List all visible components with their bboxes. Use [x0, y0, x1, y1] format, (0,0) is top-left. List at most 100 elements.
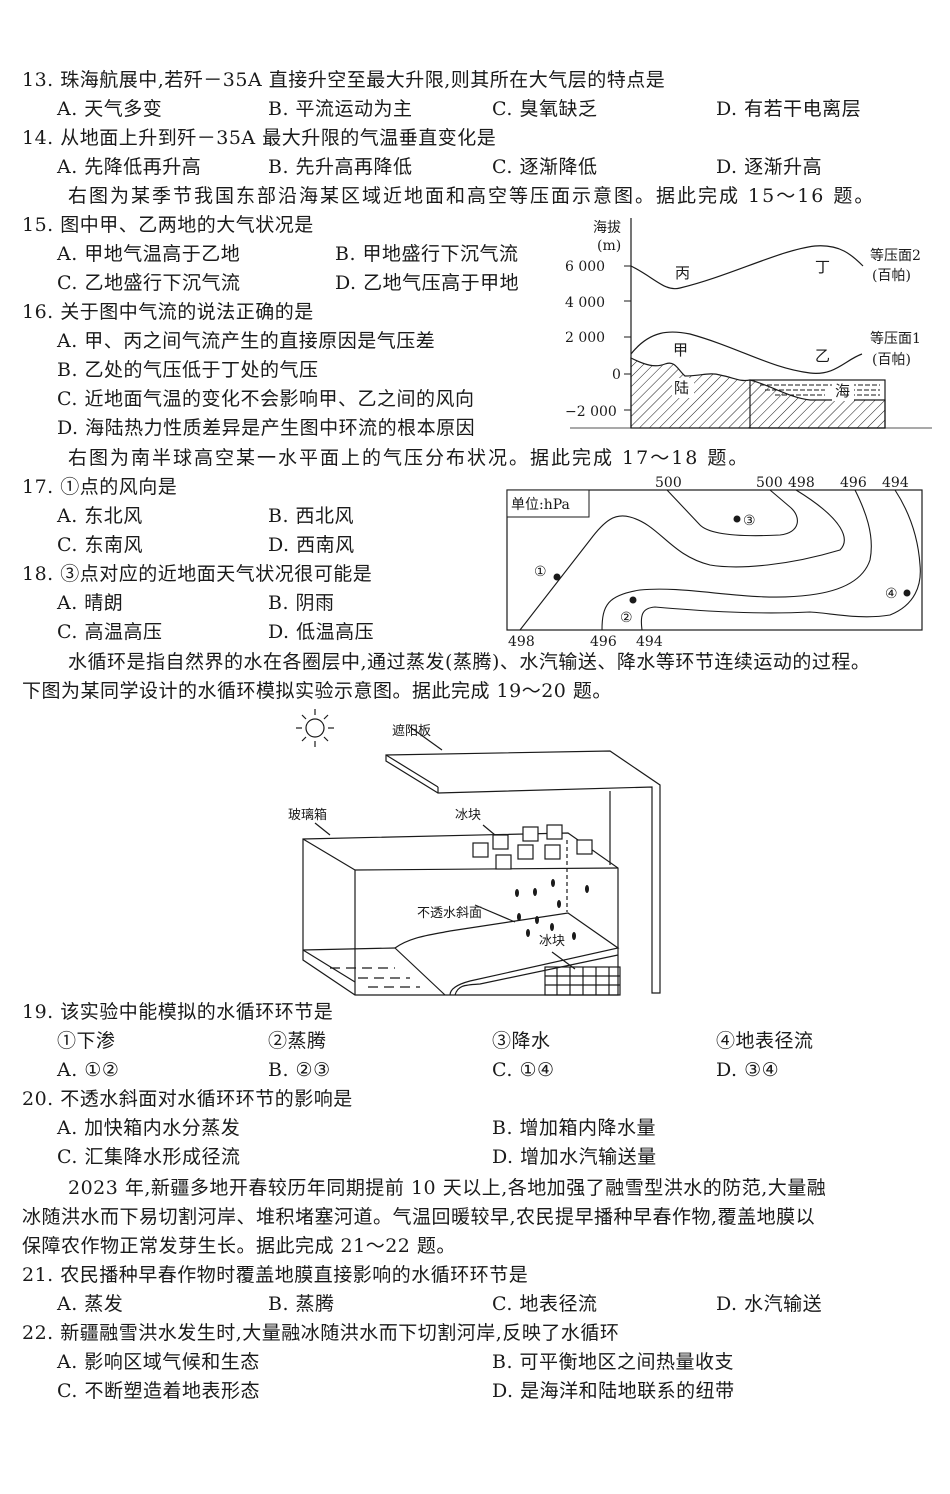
q18-option-c: C. 高温高压 — [57, 621, 163, 643]
q16-option-b: B. 乙处的气压低于丁处的气压 — [57, 359, 319, 381]
point-4-label: ④ — [885, 586, 898, 602]
shade-board — [385, 750, 661, 994]
label-ice-bottom: 冰块 — [539, 934, 565, 949]
label-ding: 丁 — [815, 258, 830, 276]
isobaric-surface-2 — [630, 245, 864, 290]
q20-option-d: D. 增加水汽输送量 — [492, 1146, 657, 1168]
isobar-label-top-496: 496 — [840, 475, 867, 491]
q19-option-a: A. ①② — [57, 1059, 120, 1081]
q20-option-c: C. 汇集降水形成径流 — [57, 1146, 241, 1168]
isobar-label-bottom-498: 498 — [508, 634, 535, 650]
y-axis-unit: (m) — [597, 238, 621, 254]
label-jia: 甲 — [673, 341, 688, 359]
q19-option-c: C. ①④ — [492, 1059, 555, 1081]
pressure-distribution-map: 单位:hPa 500 500 498 496 494 498 496 494 ①… — [506, 475, 923, 650]
q22-stem: 22. 新疆融雪洪水发生时,大量融冰随洪水而下切割河岸,反映了水循环 — [22, 1322, 620, 1344]
sun-icon — [296, 709, 334, 747]
point-1-label: ① — [534, 564, 547, 580]
point-3-dot — [733, 515, 741, 523]
q16-stem: 16. 关于图中气流的说法正确的是 — [22, 301, 314, 323]
unit-box — [506, 489, 590, 518]
map-frame — [506, 489, 923, 631]
q21-option-c: C. 地表径流 — [492, 1293, 598, 1315]
q22-option-c: C. 不断塑造着地表形态 — [57, 1380, 260, 1402]
q15-option-c: C. 乙地盛行下沉气流 — [57, 272, 241, 294]
q14-option-a: A. 先降低再升高 — [57, 156, 202, 178]
intro-17-18: 右图为南半球高空某一水平面上的气压分布状况。据此完成 17～18 题。 — [68, 447, 750, 469]
point-2-label: ② — [620, 610, 633, 626]
q19-item-4: ④地表径流 — [716, 1030, 814, 1052]
land-hatched-area — [630, 357, 886, 429]
label-glass-box: 玻璃箱 — [288, 807, 327, 823]
unit-label: 单位:hPa — [511, 497, 570, 513]
point-4-dot — [903, 589, 911, 597]
q18-stem: 18. ③点对应的近地面天气状况很可能是 — [22, 563, 373, 585]
q21-option-b: B. 蒸腾 — [268, 1293, 335, 1315]
rain-drops — [515, 879, 589, 940]
q14-option-d: D. 逐渐升高 — [716, 156, 823, 178]
y-axis-label: 海拔 — [593, 220, 621, 236]
q19-option-b: B. ②③ — [268, 1059, 331, 1081]
isobar-498 — [519, 489, 845, 631]
q22-option-b: B. 可平衡地区之间热量收支 — [492, 1351, 735, 1373]
q20-option-a: A. 加快箱内水分蒸发 — [57, 1117, 241, 1139]
intro-15-16: 右图为某季节我国东部沿海某区域近地面和高空等压面示意图。据此完成 15～16 题… — [68, 185, 876, 207]
q19-item-2: ②蒸腾 — [268, 1030, 327, 1052]
isobar-label-top-498: 498 — [788, 475, 815, 491]
intro-21-22-line1: 2023 年,新疆多地开春较历年同期提前 10 天以上,各地加强了融雪型洪水的防… — [68, 1177, 827, 1199]
q21-stem: 21. 农民播种早春作物时覆盖地膜直接影响的水循环环节是 — [22, 1264, 529, 1286]
q18-option-b: B. 阴雨 — [268, 592, 335, 614]
q14-option-c: C. 逐渐降低 — [492, 156, 598, 178]
ice-cubes-top — [472, 824, 593, 870]
label-impermeable-slope: 不透水斜面 — [417, 906, 482, 921]
label-sea: 海 — [835, 382, 850, 400]
label-bing: 丙 — [675, 264, 690, 282]
q17-option-c: C. 东南风 — [57, 534, 143, 556]
ytick-4000: 4 000 — [565, 295, 605, 311]
q14-option-b: B. 先升高再降低 — [268, 156, 413, 178]
q20-stem: 20. 不透水斜面对水循环环节的影响是 — [22, 1088, 353, 1110]
q19-item-3: ③降水 — [492, 1030, 551, 1052]
isobaric-surface-1-unit: (百帕) — [872, 352, 911, 368]
q21-option-a: A. 蒸发 — [57, 1293, 124, 1315]
q17-stem: 17. ①点的风向是 — [22, 476, 178, 498]
label-land: 陆 — [674, 379, 689, 397]
q13-option-c: C. 臭氧缺乏 — [492, 98, 598, 120]
ytick-2000: 2 000 — [565, 330, 605, 346]
q20-option-b: B. 增加箱内降水量 — [492, 1117, 657, 1139]
intro-21-22-line3: 保障农作物正常发芽生长。据此完成 21～22 题。 — [22, 1235, 456, 1257]
q14-stem: 14. 从地面上升到歼－35A 最大升限的气温垂直变化是 — [22, 127, 497, 149]
q15-option-a: A. 甲地气温高于乙地 — [57, 243, 241, 265]
isobar-500 — [666, 489, 798, 537]
point-1-dot — [553, 573, 561, 581]
q18-option-d: D. 低温高压 — [268, 621, 375, 643]
q21-option-d: D. 水汽输送 — [716, 1293, 823, 1315]
q19-option-d: D. ③④ — [716, 1059, 780, 1081]
isobar-494 — [640, 489, 921, 631]
q19-item-1: ①下渗 — [57, 1030, 116, 1052]
ytick-neg2000: −2 000 — [565, 404, 617, 420]
q17-option-b: B. 西北风 — [268, 505, 355, 527]
point-2-dot — [629, 596, 637, 604]
label-ice-top: 冰块 — [455, 808, 481, 823]
q19-stem: 19. 该实验中能模拟的水循环环节是 — [22, 1001, 334, 1023]
q15-option-d: D. 乙地气压高于甲地 — [335, 272, 520, 294]
q17-option-d: D. 西南风 — [268, 534, 355, 556]
q16-option-a: A. 甲、丙之间气流产生的直接原因是气压差 — [57, 330, 436, 352]
intro-19-20-line1: 水循环是指自然界的水在各圈层中,通过蒸发(蒸腾)、水汽输送、降水等环节连续运动的… — [68, 651, 871, 673]
isobar-label-top-494: 494 — [882, 475, 909, 491]
isobaric-surface-1-label: 等压面1 — [870, 330, 921, 347]
q15-option-b: B. 甲地盛行下沉气流 — [335, 243, 519, 265]
isobar-cross-section-figure: 海拔 (m) 6 000 4 000 2 000 0 −2 000 陆 海 丙 … — [565, 218, 932, 429]
impermeable-slope — [394, 912, 620, 996]
water-cycle-experiment-figure: 遮阳板 玻璃箱 冰块 不透水斜面 冰块 — [288, 709, 661, 996]
isobaric-surface-1 — [630, 331, 863, 374]
ytick-0: 0 — [612, 367, 621, 383]
q13-stem: 13. 珠海航展中,若歼－35A 直接升空至最大升限,则其所在大气层的特点是 — [22, 69, 666, 91]
q16-option-c: C. 近地面气温的变化不会影响甲、乙之间的风向 — [57, 388, 475, 410]
label-yi: 乙 — [815, 347, 830, 365]
isobar-label-top-500b: 500 — [756, 475, 783, 491]
q22-option-a: A. 影响区域气候和生态 — [57, 1351, 260, 1373]
q17-option-a: A. 东北风 — [57, 505, 143, 527]
isobar-label-bottom-494: 494 — [636, 634, 663, 650]
